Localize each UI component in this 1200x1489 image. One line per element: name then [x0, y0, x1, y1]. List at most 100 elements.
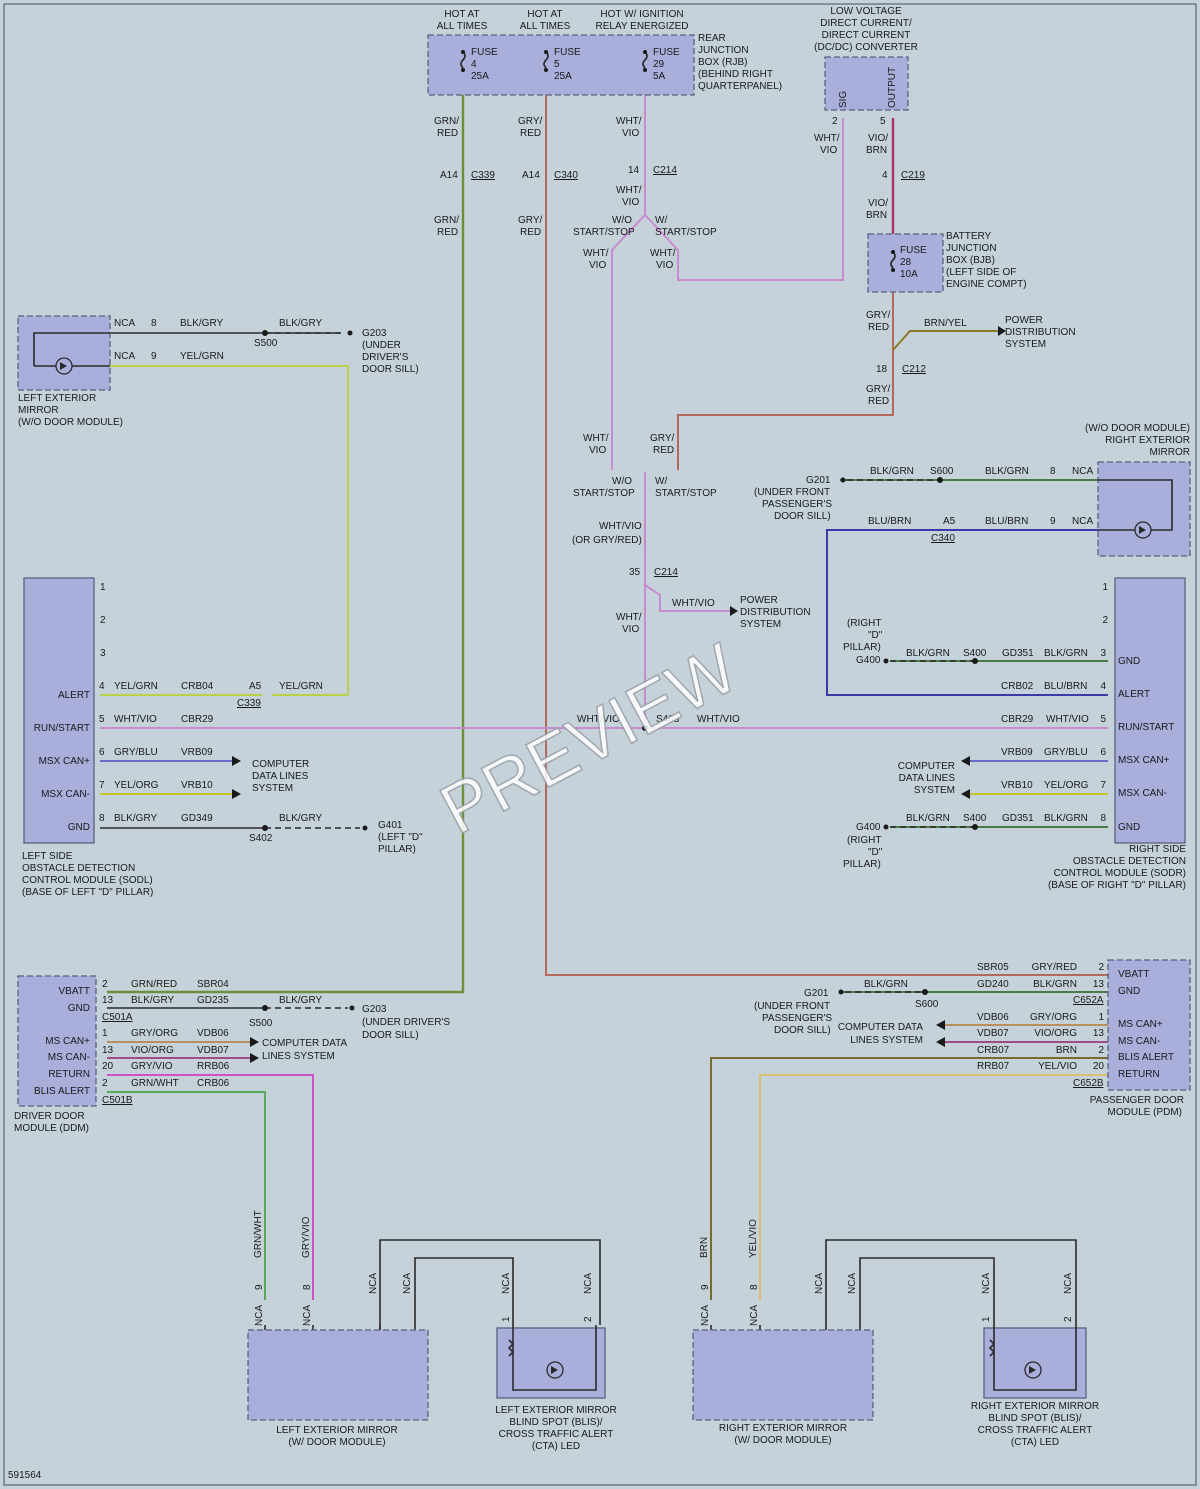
pin: 9	[1050, 516, 1056, 527]
circuit-id: VDB07	[977, 1028, 1009, 1039]
sodr-name: (BASE OF RIGHT "D" PILLAR)	[1048, 880, 1186, 891]
computer-label: SYSTEM	[914, 785, 955, 796]
circuit-id: GD351	[1002, 813, 1034, 824]
nca-label: NCA	[749, 1305, 760, 1326]
circuit-id: VRB09	[1001, 747, 1033, 758]
nca-label: NCA	[254, 1305, 265, 1326]
figure-id: 591564	[8, 1470, 42, 1481]
wire-label: BLK/GRN	[906, 813, 950, 824]
left-led-name: (CTA) LED	[532, 1441, 580, 1452]
g400-label: PILLAR)	[843, 859, 881, 870]
wire-label: GRY/ORG	[131, 1028, 178, 1039]
wire-label: WHT/	[616, 185, 642, 196]
sodl-module	[23, 577, 95, 844]
g203-label: DOOR SILL)	[362, 364, 419, 375]
pin-name: MS CAN-	[1118, 1036, 1160, 1047]
connector-c339: C339	[237, 698, 261, 709]
wire-label: BLK/GRY	[279, 813, 322, 824]
wire-label: YEL/GRN	[114, 681, 158, 692]
wire-label: WHT/	[814, 133, 840, 144]
led-icon	[1098, 479, 1173, 539]
ddm-name: MODULE (DDM)	[14, 1123, 89, 1134]
circuit-id: VRB10	[1001, 780, 1033, 791]
pin: 2	[102, 979, 108, 990]
pin: 8	[151, 318, 157, 329]
g203-label: DRIVER'S	[362, 352, 409, 363]
pin-name: MSX CAN+	[1118, 755, 1170, 766]
option-label: START/STOP	[573, 488, 635, 499]
wire-label: GRY/	[518, 215, 542, 226]
fuse-label: FUSE	[554, 47, 581, 58]
dcdc-sig: SIG	[838, 91, 849, 108]
g401-label: PILLAR)	[378, 844, 416, 855]
pin-name: BLIS ALERT	[34, 1086, 90, 1097]
pin-name: BLIS ALERT	[1118, 1052, 1174, 1063]
wire-label: YEL/VIO	[748, 1219, 759, 1258]
fuse-number: 4	[471, 59, 477, 70]
option-label: START/STOP	[655, 227, 717, 238]
wire-label: BRN	[699, 1237, 710, 1258]
pin: 4	[99, 681, 105, 692]
computer-label: LINES SYSTEM	[850, 1035, 923, 1046]
splice-s500: S500	[254, 338, 278, 349]
pin: 1	[1102, 582, 1108, 593]
pin: 5	[880, 116, 886, 127]
pdm-name: MODULE (PDM)	[1108, 1107, 1182, 1118]
wire-label: BRN	[1056, 1045, 1077, 1056]
connector-pin: A5	[943, 516, 956, 527]
pin-name: ALERT	[1118, 689, 1150, 700]
g400-label: "D"	[868, 630, 883, 641]
wire-label: VIO	[622, 128, 639, 139]
dcdc-output: OUTPUT	[887, 67, 898, 108]
connector-pin: A5	[249, 681, 262, 692]
connector-pin: 14	[628, 165, 640, 176]
circuit-id: GD351	[1002, 648, 1034, 659]
pin: 1	[100, 582, 106, 593]
wire-label: VIO/ORG	[131, 1045, 174, 1056]
pdm-name: PASSENGER DOOR	[1090, 1095, 1184, 1106]
pin-name: MS CAN+	[1118, 1019, 1163, 1030]
pin-name: MSX CAN-	[41, 789, 90, 800]
led-icon	[507, 1325, 597, 1391]
g201-label: DOOR SILL)	[774, 511, 831, 522]
power-label: DISTRIBUTION	[740, 607, 811, 618]
led-icon	[33, 332, 110, 375]
connector-pin: 18	[876, 364, 888, 375]
ddm-module	[17, 975, 97, 1107]
wire-label: WHT/	[583, 433, 609, 444]
header-hot-2: HOT AT	[527, 9, 562, 20]
pin-name: RETURN	[48, 1069, 90, 1080]
wire-label: VIO	[589, 260, 606, 271]
pin: 9	[254, 1284, 265, 1290]
sodr-module	[1114, 577, 1186, 844]
g400-label: PILLAR)	[843, 642, 881, 653]
connector-c214: C214	[653, 165, 677, 176]
power-label: POWER	[740, 595, 778, 606]
splice-s600: S600	[915, 999, 939, 1010]
pin: 5	[1100, 714, 1106, 725]
circuit-id: SBR04	[197, 979, 229, 990]
wire-label: YEL/ORG	[114, 780, 159, 791]
pin: 1	[981, 1316, 992, 1322]
nca-label: NCA	[847, 1273, 858, 1294]
nca-label: NCA	[501, 1273, 512, 1294]
fuse-rating: 5A	[653, 71, 666, 82]
wire-label: RED	[437, 128, 458, 139]
sodr-name: RIGHT SIDE	[1129, 844, 1186, 855]
bjb-name: (LEFT SIDE OF	[946, 267, 1016, 278]
wire-label: BLK/GRN	[1033, 979, 1077, 990]
fuse-rating: 10A	[900, 269, 918, 280]
left-led-name: BLIND SPOT (BLIS)/	[509, 1417, 602, 1428]
connector-c219: C219	[901, 170, 925, 181]
sodr-name: CONTROL MODULE (SODR)	[1054, 868, 1186, 879]
pin: 1	[1098, 1012, 1104, 1023]
dcdc-name: (DC/DC) CONVERTER	[814, 42, 918, 53]
g203-label: DOOR SILL)	[362, 1030, 419, 1041]
power-label: SYSTEM	[1005, 339, 1046, 350]
splice-s402: S402	[249, 833, 273, 844]
pin: 13	[1093, 979, 1105, 990]
connector-c340: C340	[931, 533, 955, 544]
nca-label: NCA	[114, 318, 135, 329]
wire-label: WHT/VIO	[599, 521, 642, 532]
rear-junction-box	[427, 34, 695, 96]
